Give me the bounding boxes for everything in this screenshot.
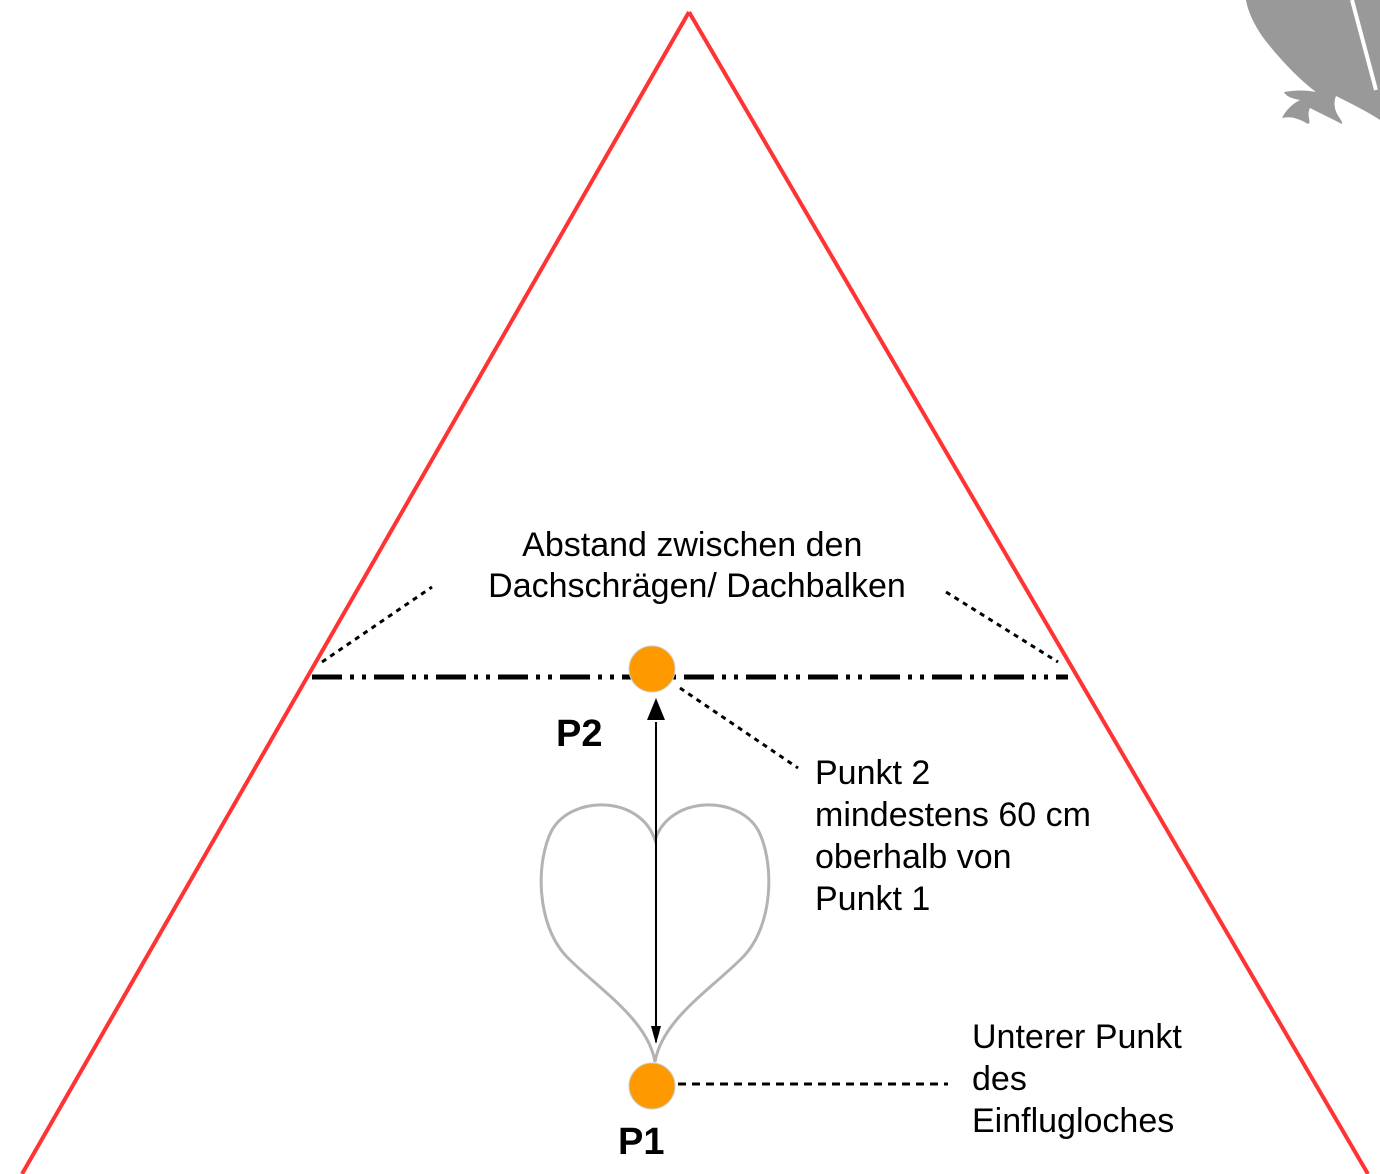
point2-note: Punkt 2 mindestens 60 cm oberhalb von Pu… — [815, 754, 1100, 918]
roof-right-slope — [687, 10, 1370, 1174]
beam-distance-label: Abstand zwischen den Dachschrägen/ Dachb… — [488, 526, 906, 605]
height-arrow-head-down — [651, 1026, 661, 1044]
owl-silhouette-icon — [1246, 0, 1380, 124]
point-1-marker — [628, 1062, 676, 1110]
p2-label: P2 — [556, 713, 602, 755]
point-2-marker — [628, 645, 676, 693]
leader-point2 — [679, 686, 799, 770]
height-arrow-head-up — [647, 698, 665, 720]
leader-beam-right — [945, 590, 1059, 664]
point1-note: Unterer Punkt des Einflugloches — [972, 1018, 1191, 1140]
leader-beam-left — [321, 585, 433, 664]
p1-label: P1 — [618, 1121, 664, 1163]
roof-left-slope — [20, 11, 691, 1174]
